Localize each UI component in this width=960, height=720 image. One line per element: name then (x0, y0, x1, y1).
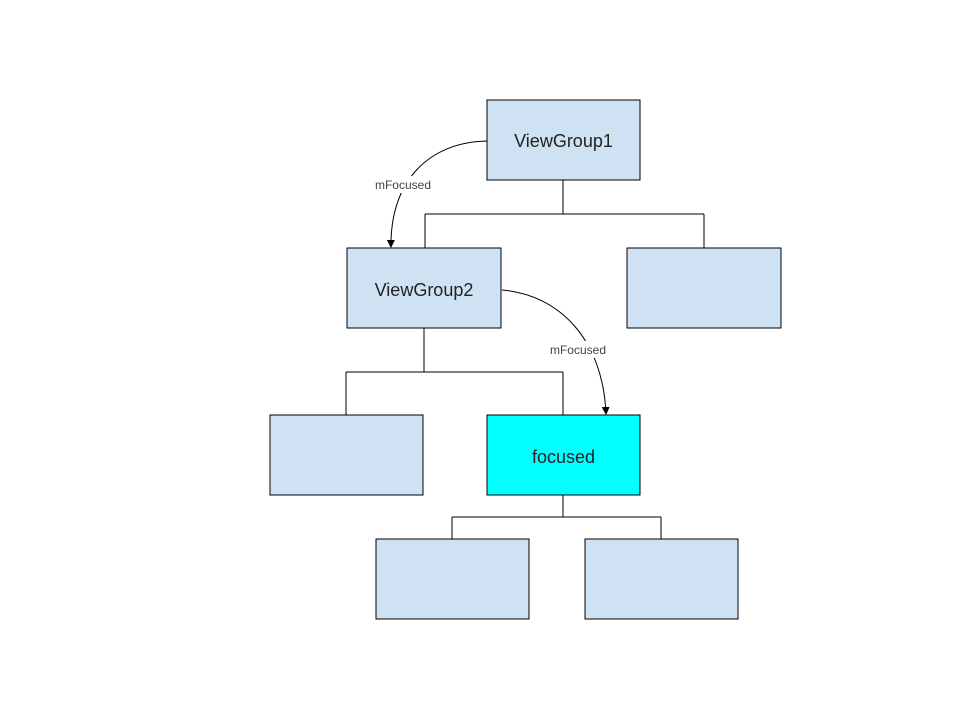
node-box-viewgroup1 (486, 99, 641, 181)
connector-viewgroup1-children (424, 180, 705, 248)
edge-arrow-viewgroup2-to-focused (501, 289, 610, 415)
node-box-viewgroup1-right-child (626, 247, 782, 329)
connector-viewgroup2-children (345, 328, 564, 415)
edge-arrow-viewgroup1-to-viewgroup2 (386, 140, 488, 248)
node-viewgroup2: ViewGroup2 (346, 247, 502, 329)
node-viewgroup1: ViewGroup1 (486, 99, 641, 181)
node-label-focused: focused (532, 447, 595, 467)
node-box-focused-left-child (375, 538, 530, 620)
node-focused: focused (486, 414, 641, 496)
tree-connectors (345, 180, 705, 539)
node-box-viewgroup2-left-child (269, 414, 424, 496)
node-box-focused (486, 414, 641, 496)
node-label-viewgroup1: ViewGroup1 (514, 131, 613, 151)
edge-label-vg2-to-focused: mFocused (550, 343, 606, 357)
node-box-viewgroup2 (346, 247, 502, 329)
node-label-viewgroup2: ViewGroup2 (375, 280, 474, 300)
edge-label-background-2 (546, 341, 610, 358)
node-box-focused-right-child (584, 538, 739, 620)
connector-focused-children (451, 495, 662, 539)
edge-label-background-1 (371, 176, 435, 193)
edge-label-vg1-to-vg2: mFocused (375, 178, 431, 192)
